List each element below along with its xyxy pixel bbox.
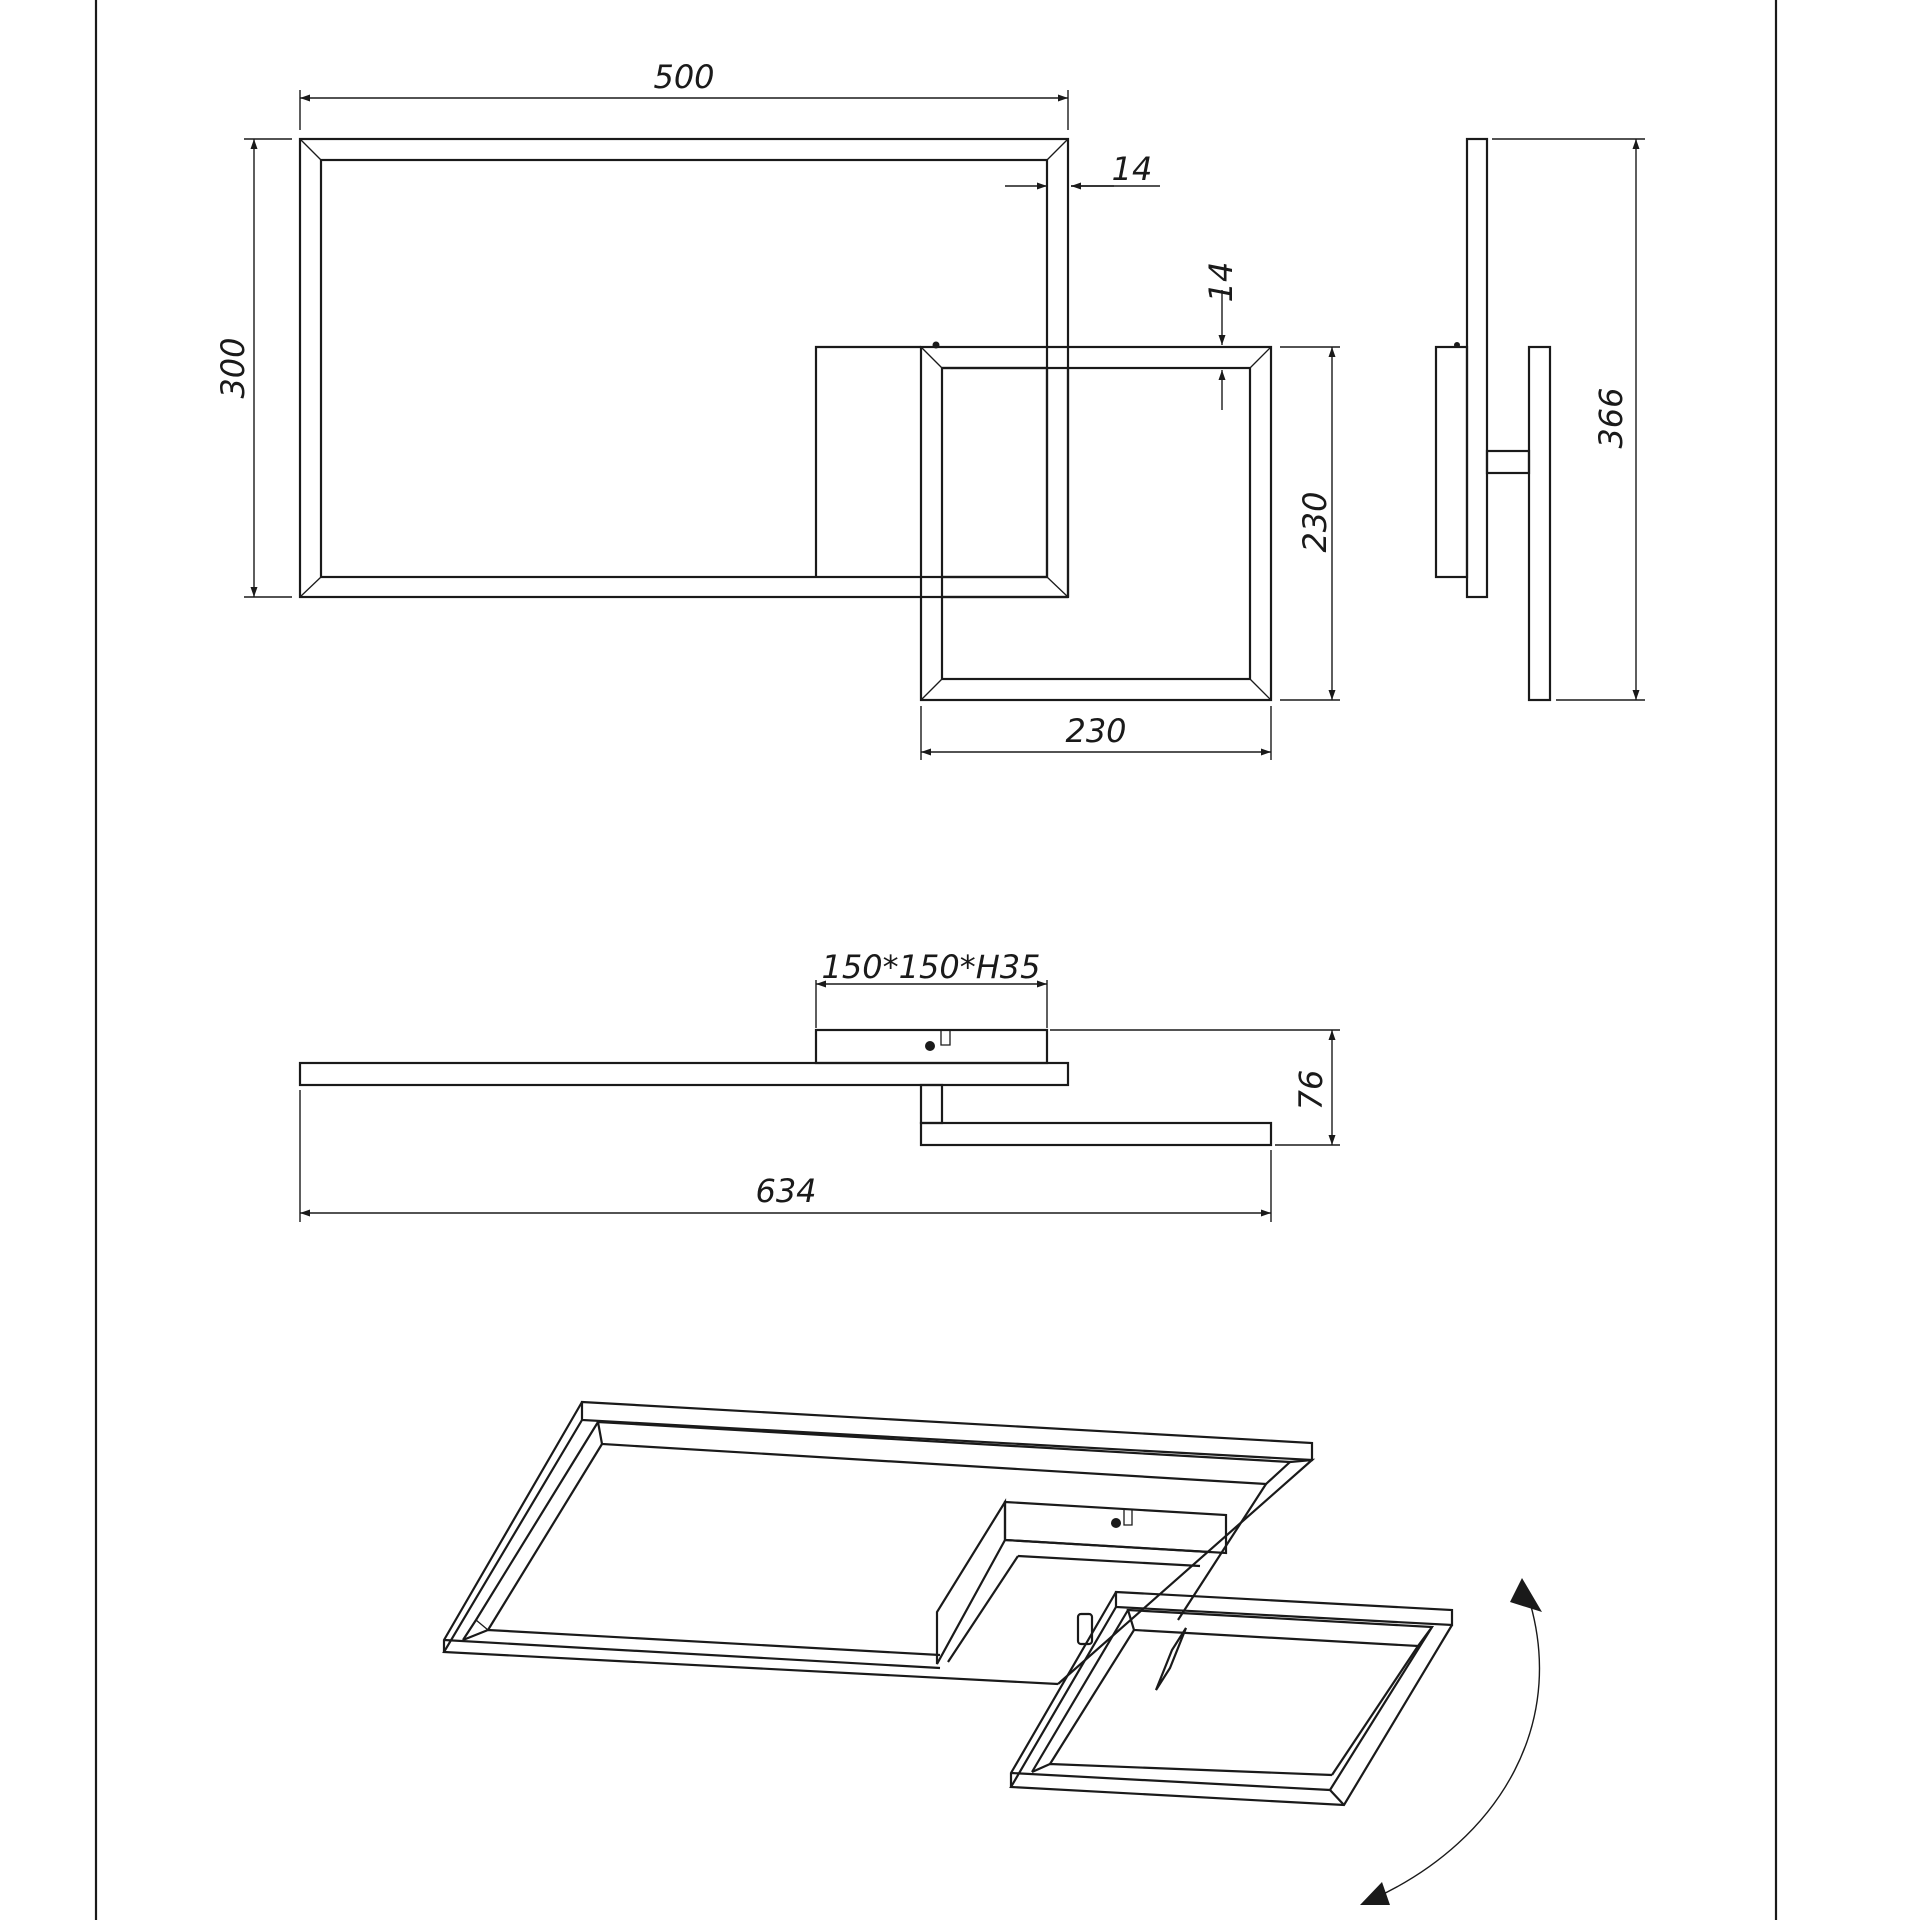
label-square-width: 230 <box>1065 712 1126 750</box>
label-total-height-side: 366 <box>1592 387 1630 448</box>
rotation-arrow-icon <box>1360 1578 1542 1905</box>
label-canopy: 150*150*H35 <box>822 948 1041 986</box>
canopy-front <box>814 345 921 577</box>
dimension-total-height-side: 366 <box>1492 138 1645 701</box>
label-height-left: 300 <box>214 337 252 398</box>
dimension-total-width: 634 <box>299 1090 1272 1222</box>
label-width-top: 500 <box>653 58 714 96</box>
top-view <box>298 1028 1273 1147</box>
isometric-view <box>442 1400 1542 1905</box>
dimension-square-height: 230 <box>1280 346 1340 701</box>
canopy-iso <box>935 1498 1228 1665</box>
page-border <box>94 0 1778 1920</box>
label-frame-thickness-top: 14 <box>1202 262 1240 303</box>
small-frame-iso <box>1009 1590 1454 1807</box>
label-square-height: 230 <box>1296 491 1334 552</box>
label-total-width: 634 <box>755 1172 816 1210</box>
small-frame-front <box>919 341 1273 702</box>
label-frame-thickness-side: 14 <box>1112 150 1153 188</box>
dimension-width-top: 500 <box>299 58 1069 130</box>
front-view <box>298 137 1273 702</box>
dimension-depth: 76 <box>1050 1029 1340 1146</box>
dimension-square-width: 230 <box>920 706 1272 760</box>
side-view <box>1434 137 1552 702</box>
dimension-height-left: 300 <box>214 138 292 598</box>
dimension-canopy: 150*150*H35 <box>815 948 1048 1028</box>
dimension-frame-thickness-top: 14 <box>1202 262 1240 410</box>
label-depth: 76 <box>1292 1070 1330 1111</box>
dimension-frame-thickness-side: 14 <box>1005 150 1160 190</box>
large-frame-iso <box>442 1400 1316 1686</box>
